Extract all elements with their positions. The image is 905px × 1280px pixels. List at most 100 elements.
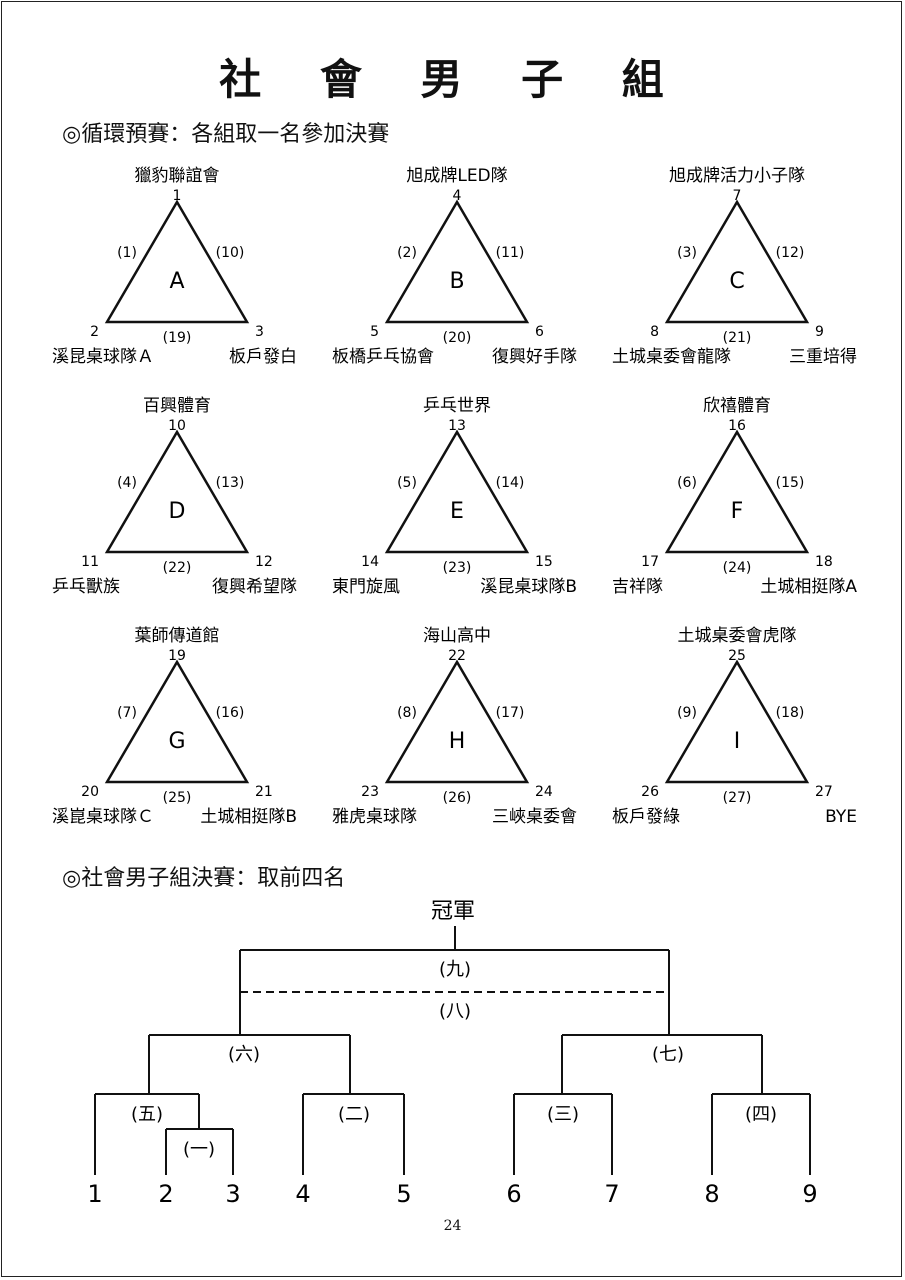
group-i-match-bottom-side: (27) bbox=[723, 790, 752, 806]
group-e-top-number: 13 bbox=[448, 418, 466, 434]
group-e-triangle bbox=[384, 429, 530, 554]
group-a-left-number: 2 bbox=[90, 324, 99, 340]
group-b-top-number: 4 bbox=[453, 188, 462, 204]
group-f-letter: F bbox=[731, 499, 744, 524]
bracket-slot-8: 8 bbox=[704, 1180, 719, 1208]
group-i-match-right-side: (18) bbox=[776, 705, 805, 721]
group-i-top-number: 25 bbox=[728, 648, 746, 664]
group-a-match-right-side: (10) bbox=[216, 245, 245, 261]
group-c-triangle bbox=[664, 199, 810, 324]
group-i-right-number: 27 bbox=[815, 784, 833, 800]
group-h-right-number: 24 bbox=[535, 784, 553, 800]
group-e-top-team: 乒乓世界 bbox=[423, 396, 491, 416]
section-heading-round-robin: ◎循環預賽：各組取一名參加決賽 bbox=[62, 122, 390, 147]
group-d-left-number: 11 bbox=[81, 554, 99, 570]
group-f-match-right-side: (15) bbox=[776, 475, 805, 491]
group-h-match-bottom-side: (26) bbox=[443, 790, 472, 806]
group-c-left-number: 8 bbox=[650, 324, 659, 340]
group-g-right-team: 土城相挺隊B bbox=[200, 807, 297, 827]
group-g-top-number: 19 bbox=[168, 648, 186, 664]
group-i: I 土城桌委會虎隊 25 26 27 板戶發綠 BYE (9) (18) (27) bbox=[612, 626, 857, 827]
group-h-letter: H bbox=[449, 729, 466, 754]
group-g-left-team: 溪崑桌球隊Ｃ bbox=[52, 807, 154, 827]
bracket-match-1: (一) bbox=[183, 1139, 215, 1160]
group-e-match-left-side: (5) bbox=[397, 475, 417, 491]
group-c-match-left-side: (3) bbox=[677, 245, 697, 261]
group-f-right-number: 18 bbox=[815, 554, 833, 570]
page-number: 24 bbox=[443, 1218, 462, 1234]
group-i-left-number: 26 bbox=[641, 784, 659, 800]
group-b-top-team: 旭成牌LED隊 bbox=[406, 166, 507, 186]
group-g-triangle bbox=[104, 659, 250, 784]
group-c-right-team: 三重培得 bbox=[789, 347, 857, 367]
group-d-match-right-side: (13) bbox=[216, 475, 245, 491]
group-e-match-right-side: (14) bbox=[496, 475, 525, 491]
group-c-match-right-side: (12) bbox=[776, 245, 805, 261]
group-a-top-team: 獵豹聯誼會 bbox=[135, 166, 220, 186]
group-a-left-team: 溪昆桌球隊Ａ bbox=[52, 347, 154, 367]
group-f-left-team: 吉祥隊 bbox=[612, 577, 663, 597]
group-i-match-left-side: (9) bbox=[677, 705, 697, 721]
group-a-right-team: 板戶發白 bbox=[229, 347, 297, 367]
group-f-triangle bbox=[664, 429, 810, 554]
group-f-top-team: 欣禧體育 bbox=[703, 396, 771, 416]
group-a-right-number: 3 bbox=[255, 324, 264, 340]
group-a-triangle bbox=[104, 199, 250, 324]
group-a-match-bottom-side: (19) bbox=[163, 330, 192, 346]
bracket-match-2: (二) bbox=[338, 1104, 370, 1125]
bracket-match-5: (五) bbox=[131, 1104, 163, 1125]
group-h-left-number: 23 bbox=[361, 784, 379, 800]
group-i-letter: I bbox=[734, 729, 741, 754]
group-h-top-team: 海山高中 bbox=[423, 626, 491, 646]
group-d-triangle bbox=[104, 429, 250, 554]
group-i-triangle bbox=[664, 659, 810, 784]
group-c-letter: C bbox=[729, 269, 744, 294]
group-c-right-number: 9 bbox=[815, 324, 824, 340]
bracket-match-4: (四) bbox=[745, 1104, 777, 1125]
group-d-right-team: 復興希望隊 bbox=[212, 577, 297, 597]
bracket-slot-4: 4 bbox=[295, 1180, 310, 1208]
group-h-match-right-side: (17) bbox=[496, 705, 525, 721]
group-h-top-number: 22 bbox=[448, 648, 466, 664]
group-i-left-team: 板戶發綠 bbox=[612, 807, 680, 827]
group-c-top-team: 旭成牌活力小子隊 bbox=[669, 166, 805, 186]
group-a-letter: A bbox=[169, 269, 184, 294]
group-g-match-left-side: (7) bbox=[117, 705, 137, 721]
bracket-slot-7: 7 bbox=[604, 1180, 619, 1208]
group-e-left-team: 東門旋風 bbox=[332, 577, 400, 597]
group-e-left-number: 14 bbox=[361, 554, 379, 570]
group-b-right-number: 6 bbox=[535, 324, 544, 340]
group-h-right-team: 三峽桌委會 bbox=[492, 807, 577, 827]
group-b-right-team: 復興好手隊 bbox=[492, 347, 577, 367]
group-i-right-team: BYE bbox=[825, 807, 857, 827]
bracket-match-7: (七) bbox=[652, 1044, 684, 1065]
group-b-match-right-side: (11) bbox=[496, 245, 525, 261]
group-b-triangle bbox=[384, 199, 530, 324]
group-c-top-number: 7 bbox=[733, 188, 742, 204]
bracket-match-6: (六) bbox=[228, 1044, 260, 1065]
bracket-match-8: (八) bbox=[439, 1001, 471, 1022]
group-f-match-left-side: (6) bbox=[677, 475, 697, 491]
bracket-champion-label: 冠軍 bbox=[431, 899, 475, 924]
group-g-match-bottom-side: (25) bbox=[163, 790, 192, 806]
group-f-left-number: 17 bbox=[641, 554, 659, 570]
group-e-letter: E bbox=[450, 499, 464, 524]
bracket-slot-1: 1 bbox=[87, 1180, 102, 1208]
group-d-left-team: 乒乓獸族 bbox=[52, 577, 120, 597]
group-i-top-team: 土城桌委會虎隊 bbox=[678, 626, 797, 646]
group-h-triangle bbox=[384, 659, 530, 784]
group-a-match-left-side: (1) bbox=[117, 245, 137, 261]
group-b-left-number: 5 bbox=[370, 324, 379, 340]
bracket-slot-9: 9 bbox=[802, 1180, 817, 1208]
bracket-slot-2: 2 bbox=[158, 1180, 173, 1208]
group-g-top-team: 葉師傳道館 bbox=[135, 626, 220, 646]
bracket-slot-6: 6 bbox=[506, 1180, 521, 1208]
